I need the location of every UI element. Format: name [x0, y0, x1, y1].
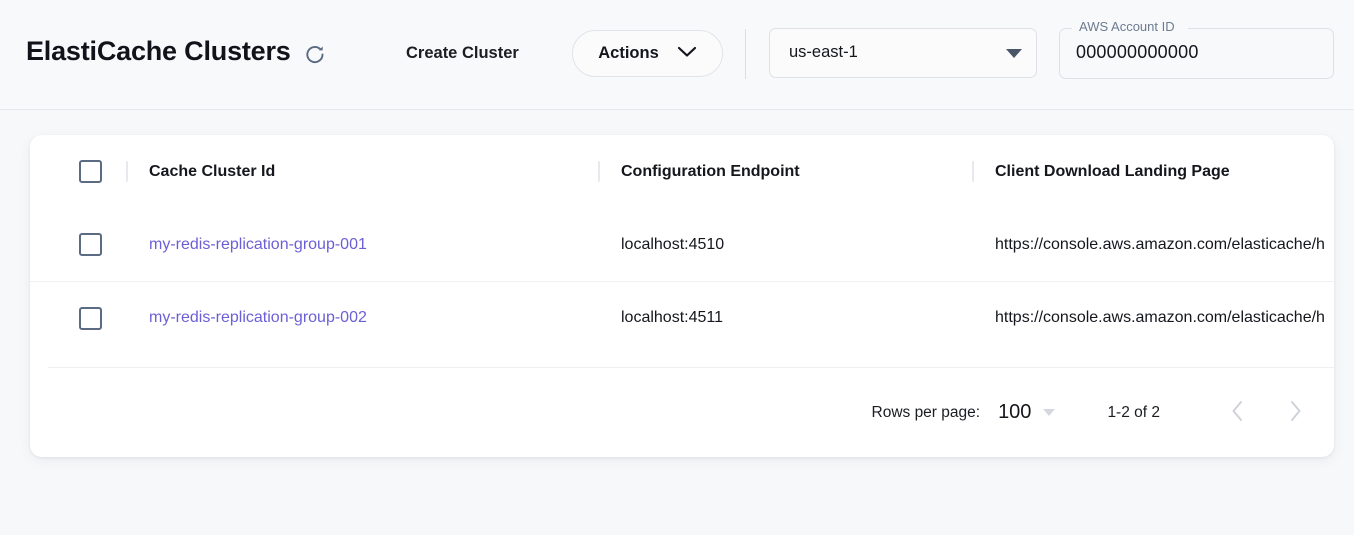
- cluster-link[interactable]: my-redis-replication-group-001: [149, 235, 367, 253]
- chevron-right-icon: [1289, 400, 1302, 425]
- refresh-button[interactable]: [300, 40, 330, 70]
- row-checkbox[interactable]: [79, 233, 102, 256]
- column-divider: [598, 161, 600, 182]
- select-all-checkbox[interactable]: [79, 160, 102, 183]
- toolbar-divider: [745, 29, 746, 79]
- pagination-range-label: 1-2 of 2: [1107, 403, 1160, 421]
- clusters-table: Cache Cluster Id Configuration Endpoint …: [30, 135, 1334, 368]
- refresh-icon: [303, 43, 327, 67]
- create-cluster-button[interactable]: Create Cluster: [406, 38, 519, 68]
- aws-account-id-label: AWS Account ID: [1079, 19, 1175, 34]
- table-row[interactable]: my-redis-replication-group-002 localhost…: [30, 281, 1334, 354]
- field-notch: [1072, 27, 1188, 30]
- cluster-link[interactable]: my-redis-replication-group-002: [149, 309, 367, 326]
- cell-client-download-landing-page: https://console.aws.amazon.com/elasticac…: [995, 309, 1325, 326]
- table-bottom-divider: [48, 367, 1334, 368]
- cell-client-download-landing-page: https://console.aws.amazon.com/elasticac…: [995, 235, 1325, 253]
- next-page-button[interactable]: [1274, 392, 1316, 434]
- region-select-value: us-east-1: [789, 43, 858, 61]
- select-all-cell: [30, 160, 126, 183]
- caret-down-icon: [1043, 409, 1056, 416]
- table-header-row: Cache Cluster Id Configuration Endpoint …: [30, 135, 1334, 208]
- caret-down-icon: [1006, 49, 1022, 58]
- rows-per-page-select[interactable]: 100: [998, 401, 1056, 424]
- column-divider: [126, 161, 128, 182]
- region-select[interactable]: us-east-1: [769, 28, 1037, 78]
- cell-cache-cluster-id: my-redis-replication-group-001: [128, 236, 598, 254]
- row-select-cell: [30, 233, 126, 256]
- row-select-cell: [30, 306, 126, 330]
- column-header-cache-cluster-id[interactable]: Cache Cluster Id: [149, 162, 276, 180]
- rows-per-page-value: 100: [998, 401, 1032, 423]
- field-outline: [1059, 28, 1334, 79]
- table-row[interactable]: my-redis-replication-group-001 localhost…: [30, 208, 1334, 281]
- app-header: ElastiCache Clusters Create Cluster Acti…: [0, 0, 1354, 110]
- clusters-table-card: Cache Cluster Id Configuration Endpoint …: [30, 135, 1334, 457]
- table-pagination: Rows per page: 100 1-2 of 2: [30, 368, 1334, 457]
- aws-account-id-value: 000000000000: [1076, 42, 1199, 62]
- actions-button-label: Actions: [598, 44, 659, 62]
- rows-per-page-label: Rows per page:: [871, 403, 981, 421]
- column-divider: [972, 161, 974, 182]
- aws-account-id-field[interactable]: AWS Account ID 000000000000: [1059, 19, 1334, 79]
- cell-configuration-endpoint: localhost:4510: [621, 235, 725, 253]
- chevron-down-icon: [677, 45, 697, 63]
- cell-configuration-endpoint: localhost:4511: [621, 309, 723, 326]
- page-title: ElastiCache Clusters: [26, 36, 291, 66]
- column-header-client-download-landing-page[interactable]: Client Download Landing Page: [995, 162, 1230, 180]
- row-checkbox[interactable]: [79, 306, 102, 330]
- cell-cache-cluster-id: my-redis-replication-group-002: [128, 309, 598, 327]
- previous-page-button[interactable]: [1216, 392, 1258, 434]
- actions-button[interactable]: Actions: [572, 30, 723, 77]
- column-header-configuration-endpoint[interactable]: Configuration Endpoint: [621, 162, 800, 180]
- chevron-left-icon: [1231, 400, 1244, 425]
